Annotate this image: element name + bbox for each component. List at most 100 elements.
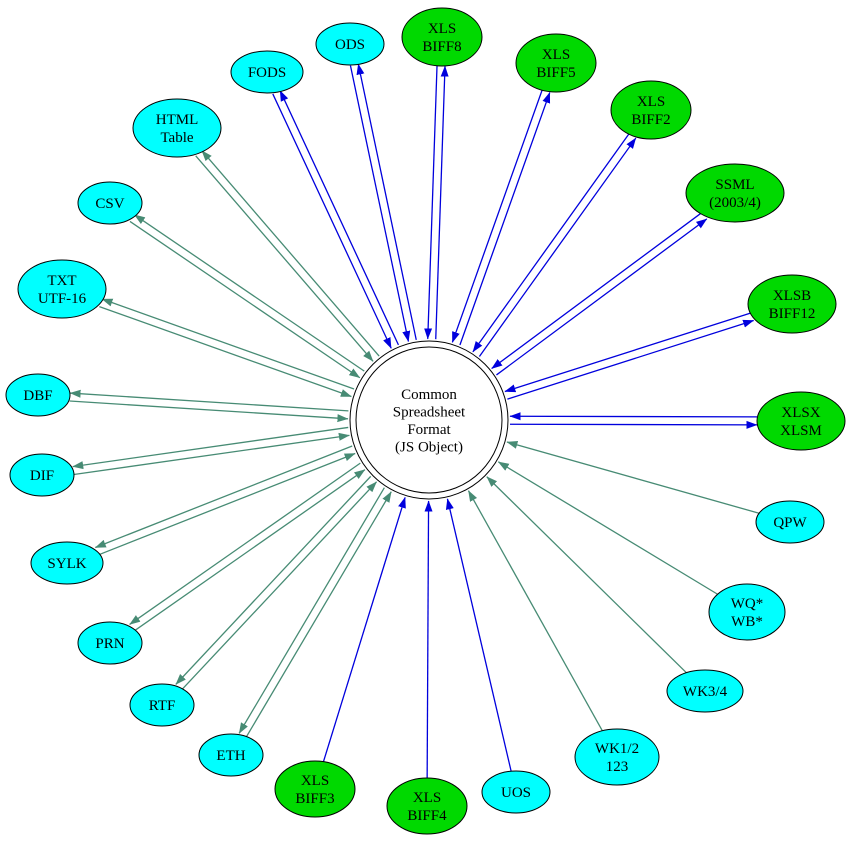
- edge-dif-in: [73, 432, 350, 476]
- node-wq-wb-label: WQ*WB*: [731, 596, 764, 630]
- edge-wq-wb-in: [497, 461, 718, 595]
- edge-ods-in: [349, 65, 411, 343]
- node-eth-shape: [198, 733, 264, 777]
- node-prn-shape: [77, 621, 143, 665]
- edge-wk3-4-in: [486, 476, 687, 674]
- edge-prn-out: [129, 462, 361, 625]
- edge-txt-utf-16-in: [99, 305, 352, 398]
- node-sylk: SYLK: [30, 541, 104, 585]
- node-dbf-shape: [5, 373, 71, 417]
- edge-sylk-in: [98, 452, 356, 556]
- node-dif-shape: [9, 453, 75, 497]
- edge-dif-out: [72, 426, 349, 470]
- edge-ods-out: [356, 63, 417, 341]
- node-fods-shape: [230, 50, 304, 94]
- node-xlsb-biff12-shape: [747, 274, 837, 334]
- node-csv: CSV: [77, 181, 143, 225]
- edge-fods-in: [272, 93, 392, 349]
- node-qpw: QPW: [755, 500, 825, 544]
- edge-sylk-out: [94, 445, 353, 549]
- edge-rtf-out: [175, 475, 372, 685]
- edge-dbf-in: [69, 400, 349, 423]
- edge-ssml-2003-4-in: [491, 211, 703, 370]
- edge-uos-in: [445, 498, 512, 772]
- edge-eth-out: [238, 487, 385, 734]
- node-eth-label: ETH: [216, 748, 245, 764]
- node-eth: ETH: [198, 733, 264, 777]
- center-inner-circle: [355, 346, 503, 494]
- edge-xls-biff2-out: [478, 137, 637, 357]
- node-wk3-4-shape: [666, 669, 744, 713]
- node-uos-label: UOS: [501, 785, 531, 801]
- edge-xlsx-xlsm-in: [509, 412, 758, 421]
- node-dif-label: DIF: [30, 468, 54, 484]
- node-dif: DIF: [9, 453, 75, 497]
- edge-html-table-out: [201, 150, 380, 357]
- node-xls-biff3-shape: [274, 760, 356, 818]
- node-fods-label: FODS: [248, 65, 286, 81]
- edge-html-table-in: [195, 155, 374, 362]
- node-xls-biff5-shape: [515, 33, 597, 93]
- node-uos: UOS: [481, 770, 551, 814]
- node-xls-biff8-shape: [401, 7, 483, 67]
- node-ods-shape: [315, 22, 385, 66]
- node-ssml-2003-4-label: SSML(2003/4): [709, 177, 761, 211]
- node-txt-utf-16-shape: [17, 259, 107, 319]
- node-prn: PRN: [77, 621, 143, 665]
- node-xls-biff2-shape: [610, 80, 692, 140]
- edge-txt-utf-16-out: [101, 298, 355, 390]
- node-qpw-shape: [755, 500, 825, 544]
- node-wk3-4-label: WK3/4: [683, 684, 728, 700]
- node-wk3-4: WK3/4: [666, 669, 744, 713]
- edge-xls-biff5-out: [459, 91, 551, 346]
- edge-dbf-out: [69, 389, 349, 412]
- edge-eth-in: [245, 491, 392, 738]
- node-qpw-label: QPW: [773, 515, 807, 531]
- node-rtf-shape: [129, 683, 195, 727]
- node-csv-shape: [77, 181, 143, 225]
- node-xlsx-xlsm-shape: [756, 391, 846, 451]
- node-sylk-shape: [30, 541, 104, 585]
- edge-fods-out: [279, 90, 400, 346]
- node-rtf-label: RTF: [149, 698, 176, 714]
- node-uos-shape: [481, 770, 551, 814]
- node-ods: ODS: [315, 22, 385, 66]
- edge-csv-out: [134, 214, 365, 372]
- node-ods-label: ODS: [335, 37, 365, 53]
- node-wq-wb: WQ*WB*: [708, 583, 786, 641]
- edge-qpw-in: [506, 441, 760, 514]
- node-dbf-label: DBF: [23, 388, 52, 404]
- edge-csv-in: [129, 220, 361, 379]
- edge-xlsb-biff12-out: [507, 319, 755, 400]
- node-html-table-shape: [132, 98, 222, 158]
- edge-ssml-2003-4-out: [496, 218, 708, 376]
- node-sylk-label: SYLK: [47, 556, 86, 572]
- edge-xls-biff8-out: [435, 65, 449, 340]
- edge-xlsx-xlsm-out: [509, 420, 758, 429]
- edge-xls-biff8-in: [424, 65, 438, 340]
- edges: [69, 63, 760, 779]
- node-wq-wb-shape: [708, 583, 786, 641]
- node-prn-label: PRN: [95, 636, 124, 652]
- edge-rtf-in: [181, 481, 378, 691]
- center-outer-circle: [349, 340, 509, 500]
- edge-xls-biff5-in: [451, 89, 543, 343]
- node-dbf: DBF: [5, 373, 71, 417]
